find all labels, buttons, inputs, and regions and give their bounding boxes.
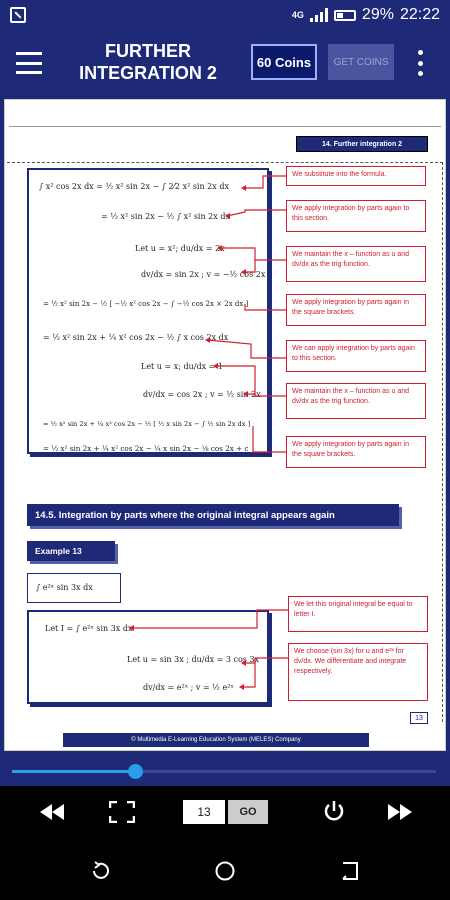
battery-icon [333, 9, 356, 21]
seek-track[interactable] [12, 764, 436, 779]
signal-icon [309, 8, 328, 22]
math-line: = ½ x² sin 2x + ¼ x² cos 2x − ½ [ ½ x si… [43, 420, 251, 428]
page-title: FURTHER INTEGRATION 2 [79, 41, 217, 83]
power-button[interactable] [318, 796, 350, 828]
math-line: = ½ x² sin 2x − ½ [ −½ x² cos 2x − ∫ −½ … [43, 300, 249, 308]
annotation-note: We let this original integral be equal t… [288, 596, 428, 632]
power-icon [324, 801, 344, 821]
document-viewer[interactable]: 14. Further integration 2 ∫ x² cos 2x dx… [0, 94, 450, 758]
fit-page-button[interactable] [106, 796, 138, 828]
dashed-divider [442, 162, 443, 722]
annotation-note: We apply integration by parts again to t… [286, 200, 426, 232]
copyright-footer: © Multimedia E-Learning Education System… [63, 733, 369, 747]
math-line: dv/dx = cos 2x ; v = ½ sin 2x [143, 390, 261, 399]
annotation-note: We apply integration by parts again in t… [286, 294, 426, 326]
fullscreen-icon [109, 801, 135, 823]
annotation-note: We maintain the x – function as u and dv… [286, 246, 426, 282]
home-icon[interactable] [214, 860, 236, 882]
annotation-note: We substitute into the formula. [286, 166, 426, 186]
math-line: = ½ x² sin 2x + ¼ x² cos 2x − ½ ∫ x cos … [43, 333, 229, 342]
coins-button[interactable]: 60 Coins [251, 44, 317, 80]
menu-icon[interactable] [16, 52, 42, 74]
screenshot-notification-icon [10, 7, 26, 23]
math-line: ∫ x² cos 2x dx = ½ x² sin 2x − ∫ 2⁄2 x² … [39, 182, 229, 191]
math-line: dv/dx = e²ˣ ; v = ½ e²ˣ [143, 683, 234, 692]
seek-thumb[interactable] [127, 764, 143, 779]
more-options-icon[interactable] [412, 50, 428, 76]
annotation-note: We maintain the x – function as u and dv… [286, 383, 426, 419]
fast-forward-icon [388, 804, 412, 820]
previous-page-button[interactable] [36, 796, 68, 828]
example-integral-box: ∫ e²ˣ sin 3x dx [27, 573, 121, 603]
seek-progress [12, 770, 135, 773]
next-page-button[interactable] [384, 796, 416, 828]
clock: 22:22 [399, 6, 440, 23]
annotation-note: We apply integration by parts again in t… [286, 436, 426, 468]
annotation-note: We choose (sin 3x) for u and e²ˣ for dv/… [288, 643, 428, 701]
get-coins-button[interactable]: GET COINS [328, 44, 394, 80]
battery-percent: 29% [361, 6, 394, 23]
recent-apps-icon[interactable] [90, 860, 112, 882]
network-type: 4G [291, 9, 304, 20]
rewind-icon [40, 804, 64, 820]
section-heading: 14.5. Integration by parts where the ori… [27, 504, 399, 526]
dashed-divider [7, 162, 443, 163]
document-page: 14. Further integration 2 ∫ x² cos 2x dx… [4, 99, 446, 751]
annotation-note: We can apply integration by parts again … [286, 340, 426, 372]
status-indicators: 4G 29% 22:22 [292, 6, 440, 24]
page-number: 13 [410, 712, 428, 724]
math-line: Let u = sin 3x ; du/dx = 3 cos 3x [127, 655, 260, 664]
divider [9, 126, 441, 127]
example-integral: ∫ e²ˣ sin 3x dx [36, 583, 93, 592]
system-navigation-bar [0, 840, 450, 900]
page-number-input[interactable] [183, 800, 225, 824]
math-line: = ½ x² sin 2x + ¼ x² cos 2x − ¼ x sin 2x… [43, 444, 249, 453]
reader-controls: GO [0, 786, 450, 840]
app-bar: FURTHER INTEGRATION 2 60 Coins GET COINS [0, 32, 450, 94]
math-line: Let u = x; du/dx = 1 [141, 362, 223, 371]
back-icon[interactable] [340, 860, 362, 882]
math-line: Let I = ∫ e²ˣ sin 3x dx [45, 624, 133, 633]
go-button[interactable]: GO [228, 800, 268, 824]
math-line: dv/dx = sin 2x ; v = −½ cos 2x [141, 270, 266, 279]
worked-solution-box [27, 168, 269, 454]
math-line: Let u = x²; du/dx = 2x [135, 244, 225, 253]
example-label: Example 13 [27, 541, 115, 561]
section-tag: 14. Further integration 2 [296, 136, 428, 152]
status-bar: 4G 29% 22:22 [0, 0, 450, 32]
page-seek-bar[interactable] [0, 758, 450, 786]
math-line: = ½ x² sin 2x − ½ ∫ x² sin 2x dx [101, 212, 230, 221]
